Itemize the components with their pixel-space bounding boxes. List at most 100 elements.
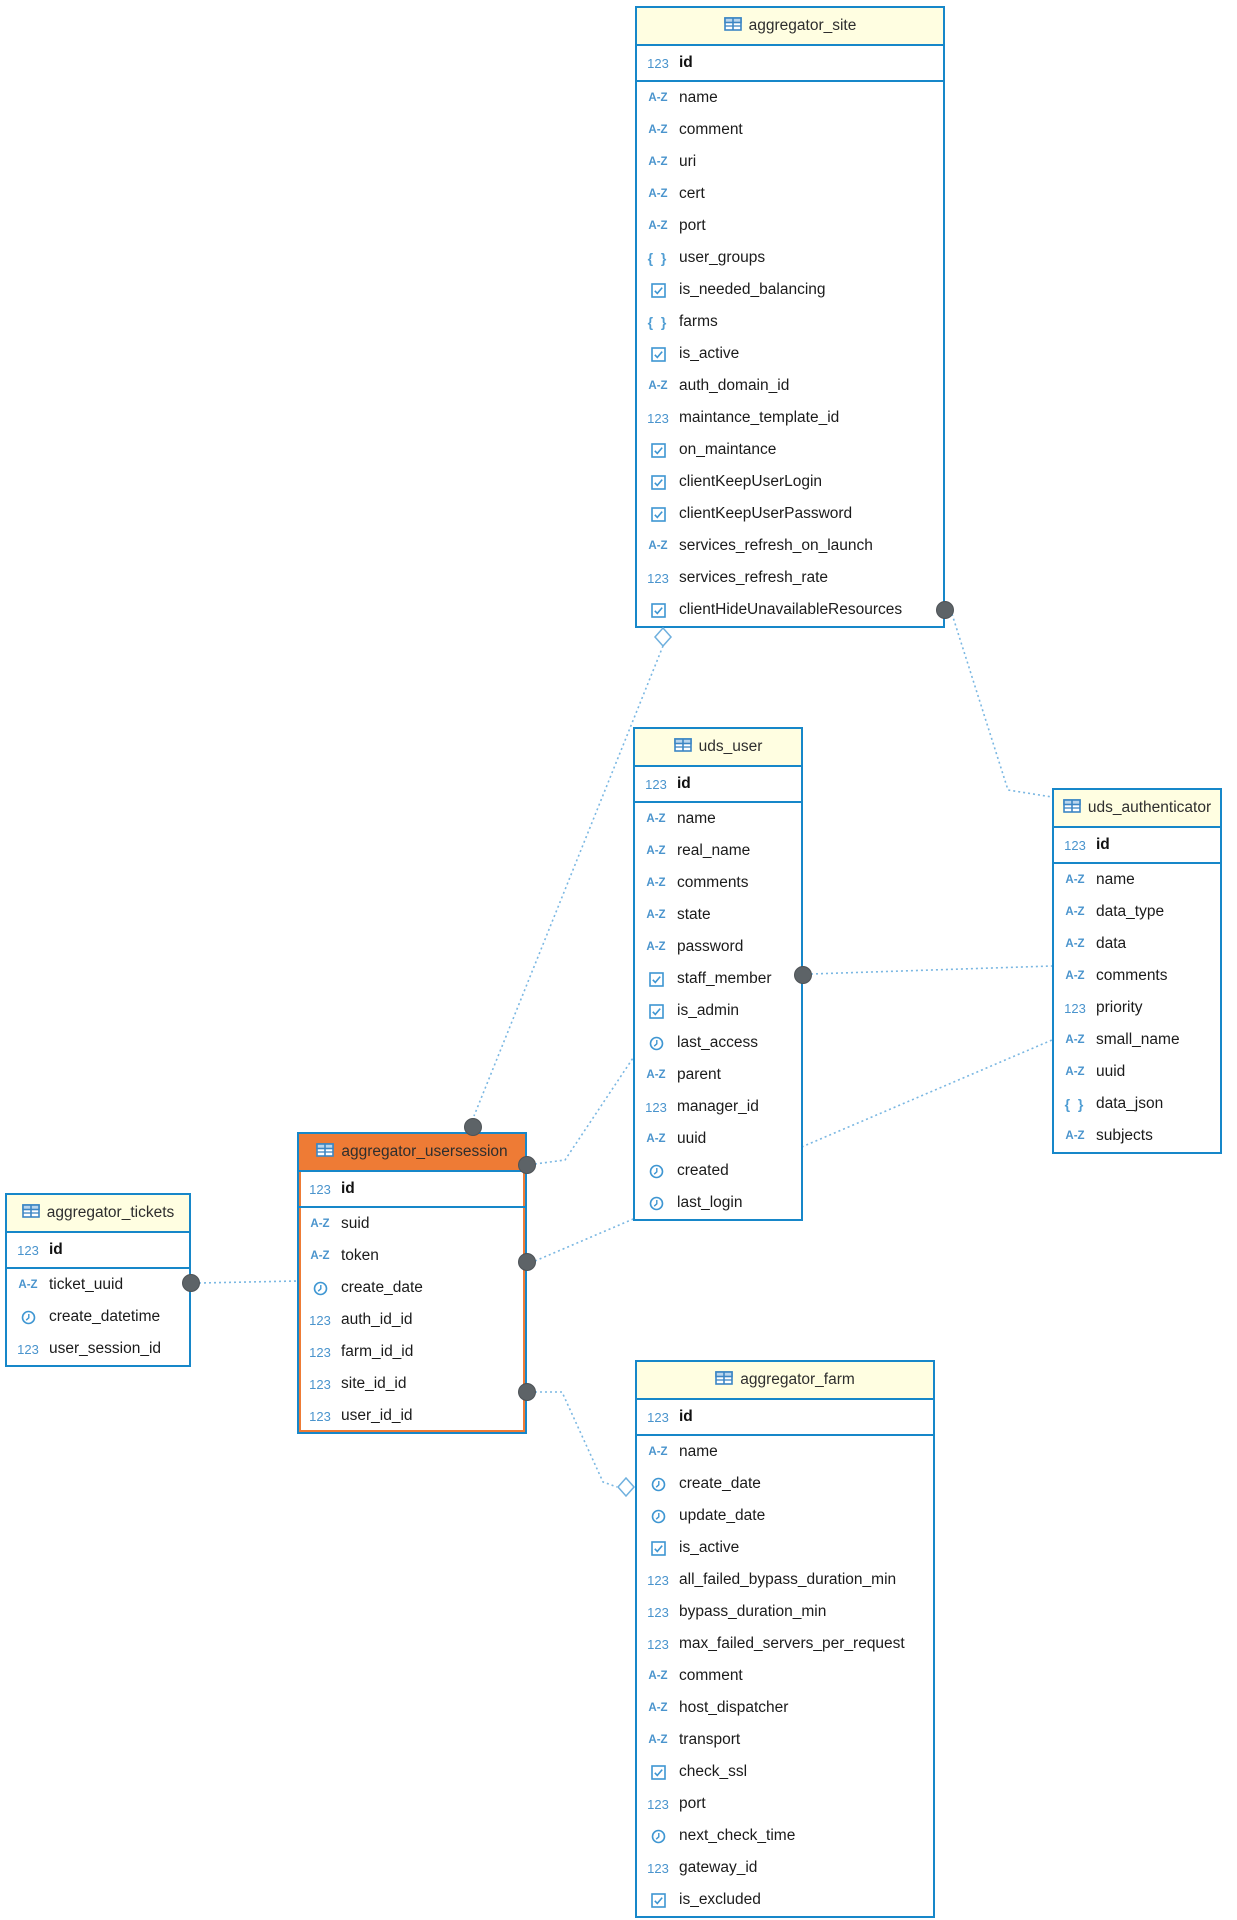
field-label: user_id_id <box>341 1407 413 1424</box>
field-row[interactable]: 123 all_failed_bypass_duration_min <box>637 1564 933 1596</box>
field-row[interactable]: A-Z state <box>635 899 801 931</box>
field-row[interactable]: 123 max_failed_servers_per_request <box>637 1628 933 1660</box>
field-row[interactable]: A-Z subjects <box>1054 1120 1220 1152</box>
field-row[interactable]: { } user_groups <box>637 242 943 274</box>
field-row[interactable]: A-Z comment <box>637 114 943 146</box>
entity-header[interactable]: uds_authenticator <box>1054 790 1220 828</box>
entity-table-uds_user[interactable]: uds_user 123 id A-Z name A-Z real_name A… <box>633 727 803 1221</box>
relation-user-authenticator[interactable] <box>810 965 1053 975</box>
field-row[interactable]: A-Z name <box>635 803 801 835</box>
field-row[interactable]: 123 priority <box>1054 992 1220 1024</box>
entity-header[interactable]: uds_user <box>635 729 801 767</box>
field-row[interactable]: A-Z comments <box>635 867 801 899</box>
field-row[interactable]: 123 gateway_id <box>637 1852 933 1884</box>
field-row[interactable]: { } data_json <box>1054 1088 1220 1120</box>
entity-header[interactable]: aggregator_farm <box>637 1362 933 1400</box>
field-row[interactable]: create_date <box>637 1468 933 1500</box>
field-row[interactable]: 123 farm_id_id <box>299 1336 525 1368</box>
field-row[interactable]: last_login <box>635 1187 801 1219</box>
pk-row[interactable]: 123 id <box>637 46 943 82</box>
entity-table-uds_authenticator[interactable]: uds_authenticator 123 id A-Z name A-Z da… <box>1052 788 1222 1154</box>
field-row[interactable]: A-Z token <box>299 1240 525 1272</box>
field-row[interactable]: A-Z password <box>635 931 801 963</box>
relation-usersession-user[interactable] <box>534 1057 634 1165</box>
entity-title: aggregator_tickets <box>46 1204 175 1221</box>
number-type-icon: 123 <box>17 1341 39 1357</box>
field-row[interactable]: A-Z cert <box>637 178 943 210</box>
entity-table-aggregator_tickets[interactable]: aggregator_tickets 123 id A-Z ticket_uui… <box>5 1193 191 1367</box>
field-row[interactable]: created <box>635 1155 801 1187</box>
field-row[interactable]: A-Z comments <box>1054 960 1220 992</box>
string-type-icon: A-Z <box>648 92 668 104</box>
field-row[interactable]: A-Z uuid <box>1054 1056 1220 1088</box>
field-row[interactable]: A-Z transport <box>637 1724 933 1756</box>
relation-usersession-site-endpoint-diamond[interactable] <box>653 626 673 648</box>
field-label: staff_member <box>677 970 772 987</box>
field-row[interactable]: A-Z name <box>637 1436 933 1468</box>
field-row[interactable]: A-Z auth_domain_id <box>637 370 943 402</box>
pk-row[interactable]: 123 id <box>637 1400 933 1436</box>
field-row[interactable]: A-Z data_type <box>1054 896 1220 928</box>
field-label: site_id_id <box>341 1375 407 1392</box>
pk-row[interactable]: 123 id <box>1054 828 1220 864</box>
entity-header[interactable]: aggregator_site <box>637 8 943 46</box>
entity-table-aggregator_farm[interactable]: aggregator_farm 123 id A-Z name create_d… <box>635 1360 935 1918</box>
number-type-icon: 123 <box>309 1408 331 1424</box>
entity-header[interactable]: aggregator_tickets <box>7 1195 189 1233</box>
field-row[interactable]: clientKeepUserPassword <box>637 498 943 530</box>
field-row[interactable]: A-Z suid <box>299 1208 525 1240</box>
field-row[interactable]: is_active <box>637 1532 933 1564</box>
relation-site-authenticator[interactable] <box>951 613 1053 798</box>
field-row[interactable]: is_needed_balancing <box>637 274 943 306</box>
entity-table-aggregator_usersession[interactable]: aggregator_usersession 123 id A-Z suid A… <box>297 1132 527 1434</box>
field-row[interactable]: is_excluded <box>637 1884 933 1916</box>
relation-usersession-farm-endpoint-diamond[interactable] <box>616 1476 636 1498</box>
pk-label: id <box>49 1241 63 1258</box>
number-type-icon: 123 <box>17 1242 39 1258</box>
field-row[interactable]: 123 port <box>637 1788 933 1820</box>
field-row[interactable]: is_active <box>637 338 943 370</box>
field-row[interactable]: { } farms <box>637 306 943 338</box>
relation-usersession-farm[interactable] <box>535 1391 618 1488</box>
field-row[interactable]: 123 maintance_template_id <box>637 402 943 434</box>
field-row[interactable]: 123 bypass_duration_min <box>637 1596 933 1628</box>
field-row[interactable]: A-Z name <box>1054 864 1220 896</box>
field-row[interactable]: clientHideUnavailableResources <box>637 594 943 626</box>
pk-row[interactable]: 123 id <box>299 1172 525 1208</box>
entity-header[interactable]: aggregator_usersession <box>299 1134 525 1172</box>
field-row[interactable]: A-Z ticket_uuid <box>7 1269 189 1301</box>
relation-tickets-usersession[interactable] <box>198 1280 298 1284</box>
field-row[interactable]: 123 user_session_id <box>7 1333 189 1365</box>
field-row[interactable]: is_admin <box>635 995 801 1027</box>
field-row[interactable]: check_ssl <box>637 1756 933 1788</box>
field-row[interactable]: 123 manager_id <box>635 1091 801 1123</box>
field-row[interactable]: A-Z name <box>637 82 943 114</box>
field-row[interactable]: last_access <box>635 1027 801 1059</box>
entity-table-aggregator_site[interactable]: aggregator_site 123 id A-Z name A-Z comm… <box>635 6 945 628</box>
field-row[interactable]: 123 auth_id_id <box>299 1304 525 1336</box>
field-label: real_name <box>677 842 751 859</box>
field-row[interactable]: A-Z uuid <box>635 1123 801 1155</box>
pk-row[interactable]: 123 id <box>635 767 801 803</box>
field-row[interactable]: A-Z real_name <box>635 835 801 867</box>
field-row[interactable]: next_check_time <box>637 1820 933 1852</box>
field-row[interactable]: create_date <box>299 1272 525 1304</box>
field-row[interactable]: create_datetime <box>7 1301 189 1333</box>
field-row[interactable]: clientKeepUserLogin <box>637 466 943 498</box>
field-row[interactable]: A-Z host_dispatcher <box>637 1692 933 1724</box>
field-row[interactable]: staff_member <box>635 963 801 995</box>
field-row[interactable]: A-Z comment <box>637 1660 933 1692</box>
field-row[interactable]: 123 user_id_id <box>299 1400 525 1432</box>
field-row[interactable]: A-Z uri <box>637 146 943 178</box>
field-row[interactable]: A-Z small_name <box>1054 1024 1220 1056</box>
field-row[interactable]: 123 services_refresh_rate <box>637 562 943 594</box>
field-row[interactable]: A-Z services_refresh_on_launch <box>637 530 943 562</box>
field-row[interactable]: on_maintance <box>637 434 943 466</box>
field-row[interactable]: A-Z port <box>637 210 943 242</box>
field-row[interactable]: A-Z parent <box>635 1059 801 1091</box>
field-row[interactable]: update_date <box>637 1500 933 1532</box>
field-row[interactable]: A-Z data <box>1054 928 1220 960</box>
field-row[interactable]: 123 site_id_id <box>299 1368 525 1400</box>
pk-row[interactable]: 123 id <box>7 1233 189 1269</box>
